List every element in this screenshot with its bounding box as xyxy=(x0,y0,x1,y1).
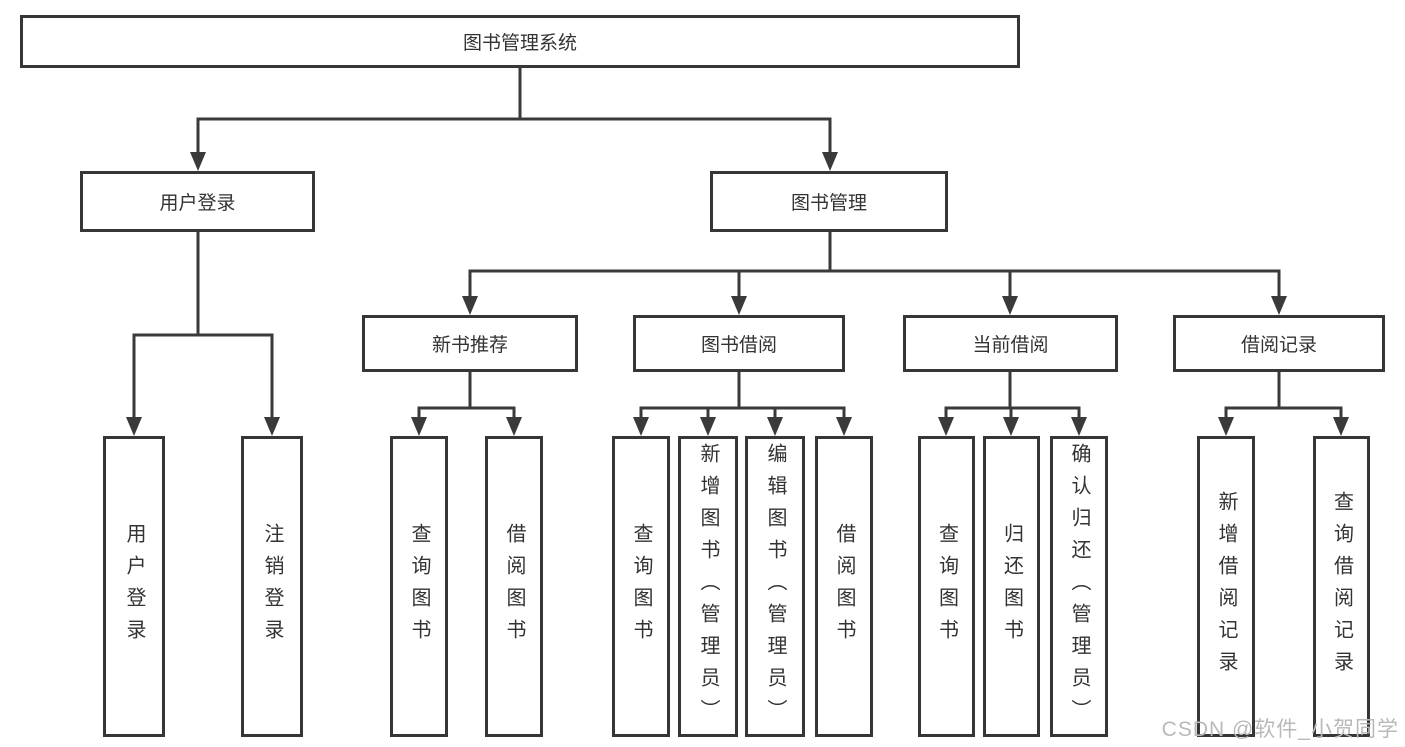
arrowhead-icon xyxy=(126,417,142,436)
node-label-leaf-borrow-books-rec: 借阅图书 xyxy=(503,522,525,651)
arrowhead-icon xyxy=(836,417,852,436)
arrowhead-icon xyxy=(731,296,747,315)
arrowhead-icon xyxy=(700,417,716,436)
node-label-leaf-query-borrow-record: 查询借阅记录 xyxy=(1330,490,1353,683)
node-leaf-query-books-rec: 查询图书 xyxy=(390,436,448,737)
node-leaf-borrow-books-rec: 借阅图书 xyxy=(485,436,543,737)
node-new-book-rec: 新书推荐 xyxy=(362,315,578,372)
node-leaf-query-borrow-record: 查询借阅记录 xyxy=(1313,436,1370,737)
node-label-leaf-query-books-borrow: 查询图书 xyxy=(630,522,652,651)
node-label-new-book-rec: 新书推荐 xyxy=(431,335,508,356)
arrowhead-icon xyxy=(767,417,783,436)
node-label-book-borrow: 图书借阅 xyxy=(700,335,777,356)
arrowhead-icon xyxy=(822,152,838,171)
node-user-login: 用户登录 xyxy=(80,171,315,232)
node-label-leaf-add-borrow-record: 新增借阅记录 xyxy=(1215,490,1237,683)
node-label-leaf-edit-book-admin: 编辑图书（管理员） xyxy=(764,442,786,731)
arrowhead-icon xyxy=(1218,417,1234,436)
node-label-leaf-confirm-return: 确认归还（管理员） xyxy=(1068,442,1090,731)
arrowhead-icon xyxy=(264,417,280,436)
node-leaf-query-books-current: 查询图书 xyxy=(918,436,975,737)
node-label-leaf-query-books-current: 查询图书 xyxy=(935,522,958,651)
node-leaf-borrow-books-borrow: 借阅图书 xyxy=(815,436,873,737)
node-label-leaf-logout: 注销登录 xyxy=(261,522,283,651)
watermark: CSDN @软件_小贺同学 xyxy=(1161,718,1399,741)
node-label-leaf-add-book-admin: 新增图书（管理员） xyxy=(697,442,719,731)
node-label-borrow-records: 借阅记录 xyxy=(1240,335,1317,356)
arrowhead-icon xyxy=(1003,417,1019,436)
arrowhead-icon xyxy=(938,417,954,436)
node-leaf-query-books-borrow: 查询图书 xyxy=(612,436,670,737)
node-leaf-logout: 注销登录 xyxy=(241,436,303,737)
arrowhead-icon xyxy=(1071,417,1087,436)
node-leaf-user-login: 用户登录 xyxy=(103,436,165,737)
arrowhead-icon xyxy=(1333,417,1349,436)
node-leaf-add-borrow-record: 新增借阅记录 xyxy=(1197,436,1255,737)
node-label-book-mgmt: 图书管理 xyxy=(790,193,867,214)
arrowhead-icon xyxy=(506,417,522,436)
node-leaf-return-books: 归还图书 xyxy=(983,436,1040,737)
node-leaf-edit-book-admin: 编辑图书（管理员） xyxy=(745,436,805,737)
node-leaf-add-book-admin: 新增图书（管理员） xyxy=(678,436,738,737)
node-label-user-login: 用户登录 xyxy=(159,193,236,214)
node-current-borrow: 当前借阅 xyxy=(903,315,1118,372)
arrowhead-icon xyxy=(462,296,478,315)
arrowhead-icon xyxy=(190,152,206,171)
node-label-leaf-borrow-books-borrow: 借阅图书 xyxy=(833,522,855,651)
node-label-leaf-return-books: 归还图书 xyxy=(1000,522,1023,651)
arrowhead-icon xyxy=(1271,296,1287,315)
node-label-root: 图书管理系统 xyxy=(462,33,577,54)
node-root: 图书管理系统 xyxy=(20,15,1020,68)
arrowhead-icon xyxy=(411,417,427,436)
arrowhead-icon xyxy=(633,417,649,436)
node-borrow-records: 借阅记录 xyxy=(1173,315,1385,372)
node-leaf-confirm-return: 确认归还（管理员） xyxy=(1050,436,1108,737)
node-book-mgmt: 图书管理 xyxy=(710,171,948,232)
node-label-leaf-user-login: 用户登录 xyxy=(123,522,145,651)
arrowhead-icon xyxy=(1002,296,1018,315)
node-book-borrow: 图书借阅 xyxy=(633,315,845,372)
node-label-current-borrow: 当前借阅 xyxy=(972,335,1049,356)
node-label-leaf-query-books-rec: 查询图书 xyxy=(408,522,430,651)
